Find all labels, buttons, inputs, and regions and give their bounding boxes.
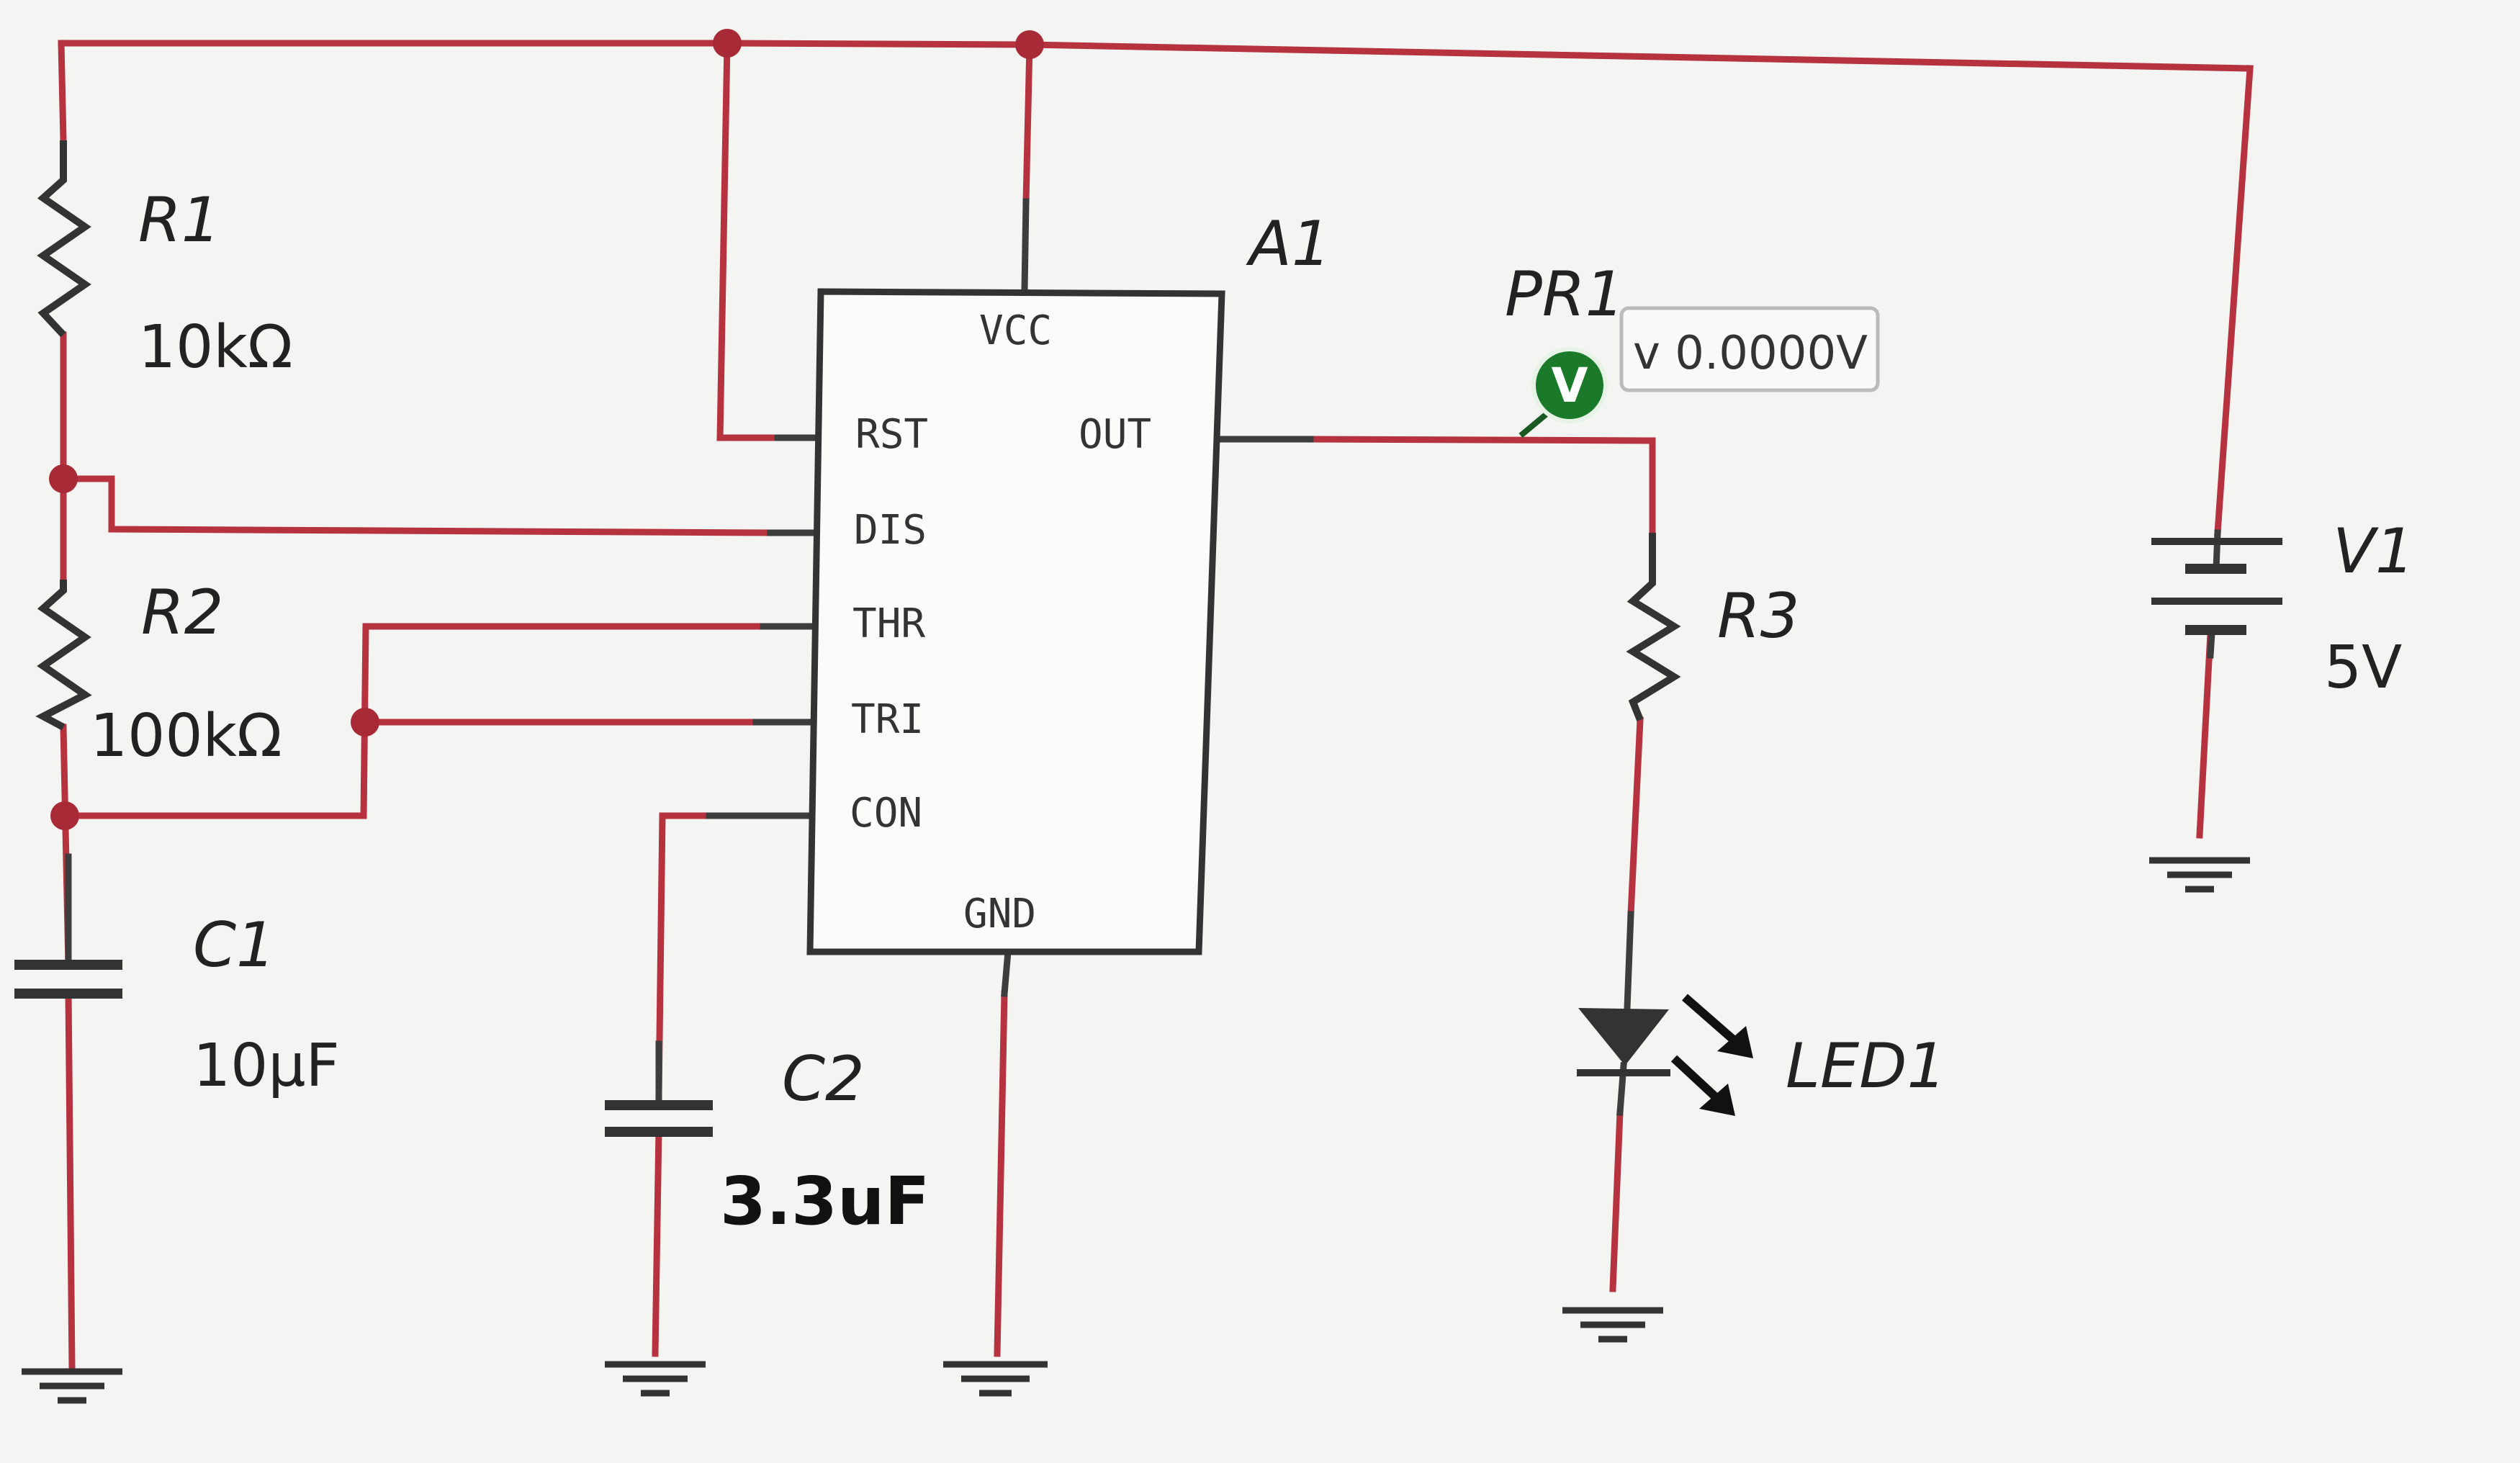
ic-a1[interactable]: VCC RST OUT DIS THR TRI CON GND [806,288,1225,955]
label-c2: C2 [782,1043,865,1115]
pin-gnd-label: GND [963,891,1036,937]
pin-vcc-label: VCC [979,307,1052,354]
ground-icon [2149,857,2250,893]
wire-left-rail [58,40,67,144]
resistor-r3[interactable] [1626,533,1681,721]
junction-dis [49,464,78,493]
wire-top-rail [58,40,2254,72]
label-r1: R1 [138,184,220,256]
wire-rst [716,40,781,441]
junctions [49,29,1044,830]
pin-out-label: OUT [1079,411,1151,458]
wire-c2-gnd [652,1127,662,1357]
battery-icon [2151,538,2282,635]
wire-out [1307,436,1656,536]
label-pr1: PR1 [1505,258,1624,330]
resistor-icon [37,140,91,338]
junction-tri [351,708,379,737]
pin-rst-label: RST [855,411,928,458]
probe-readout-box [1619,306,1880,392]
pin-con-label: CON [850,790,922,837]
pin-dis-label: DIS [854,507,927,554]
junction-vcc-top [1015,30,1044,59]
ground-ic [943,1361,1048,1397]
wire-con [655,812,713,1098]
lead-vcc [1021,198,1030,293]
label-c1: C1 [193,909,276,981]
ground-c2 [605,1361,706,1397]
lead-led-top [1624,911,1634,1012]
pin-thr-label: THR [852,600,925,647]
ground-led [1562,1307,1663,1343]
label-a1: A1 [1246,208,1331,280]
resistor-icon [1626,533,1681,721]
capacitor-c1[interactable] [14,960,122,999]
ground-v1 [2149,857,2250,893]
capacitor-c2[interactable] [605,1100,713,1137]
capacitor-icon [605,1100,713,1137]
ground-icon [605,1361,706,1397]
ground-icon [22,1368,122,1404]
lead-gnd [1001,948,1012,997]
led-icon [1577,994,1753,1116]
wire-v1-gnd [2196,630,2214,839]
wire-ic-gnd [994,990,1008,1357]
probe-pr1[interactable]: V v 0.0000V [1518,306,1880,438]
voltage-probe-icon: V [1531,347,1608,423]
probe-icon-letter: V [1551,358,1588,413]
value-r2: 100kΩ [90,702,282,770]
label-led1: LED1 [1786,1030,1946,1102]
lead-v1-bot [2207,630,2215,659]
wire-v1-top [2214,65,2254,536]
capacitor-icon [14,960,122,999]
wire-r3-led [1627,716,1644,918]
wire-vcc [1022,41,1033,205]
value-r1: 10kΩ [138,313,293,382]
wire-dis [60,475,774,536]
labels: R1 10kΩ R2 100kΩ C1 10μF C2 3.3uF A1 PR1… [90,184,2415,1240]
resistor-r1[interactable] [37,140,91,338]
label-r3: R3 [1717,580,1799,652]
value-c2: 3.3uF [720,1163,930,1240]
label-v1: V1 [2333,516,2415,588]
wire-c1-gnd [65,990,76,1372]
resistor-icon [35,580,92,731]
ground-icon [943,1361,1048,1397]
resistor-r2[interactable] [35,580,92,731]
wire-led-gnd [1609,1109,1624,1292]
led-led1[interactable] [1577,994,1753,1116]
label-r2: R2 [141,577,223,649]
probe-readout: v 0.0000V [1633,327,1868,380]
ground-c1 [22,1368,122,1404]
ic-body [806,288,1225,955]
pin-tri-label: TRI [851,696,924,743]
value-c1: 10μF [193,1032,340,1100]
junction-thr [50,801,79,830]
junction-rst-top [713,29,742,58]
value-v1: 5V [2324,634,2402,702]
ground-icon [1562,1307,1663,1343]
battery-v1[interactable] [2151,538,2282,635]
